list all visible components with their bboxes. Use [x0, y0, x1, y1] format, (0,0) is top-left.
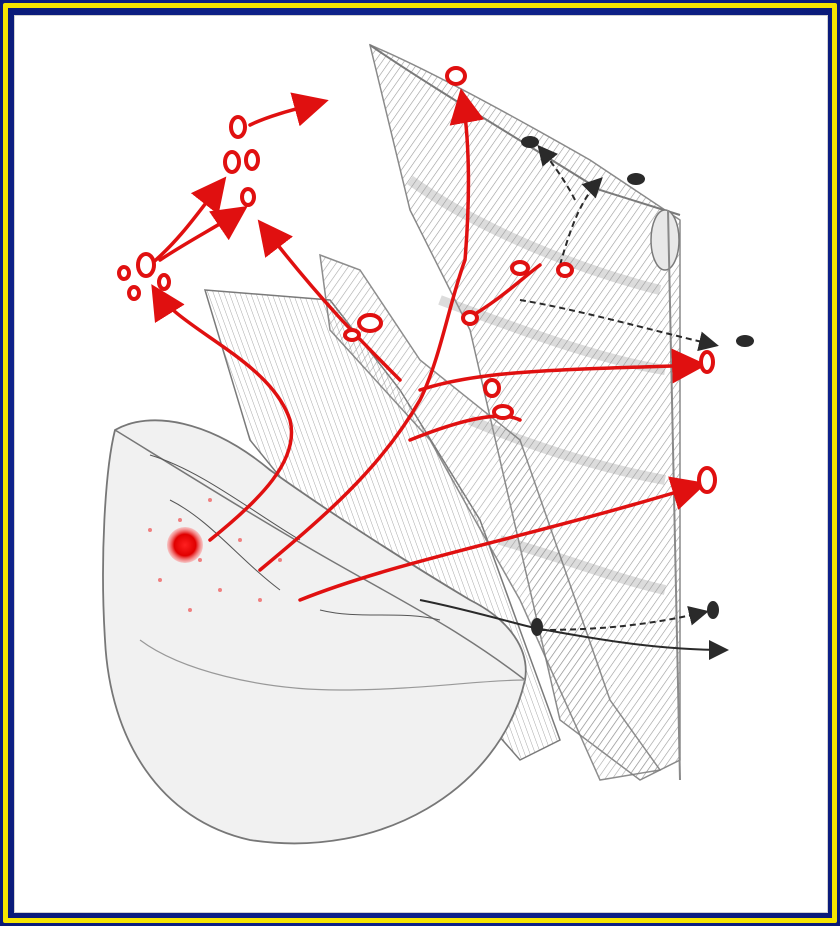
lymph-node-icon — [707, 601, 719, 619]
lymph-node-icon — [736, 335, 754, 347]
lymph-node-icon — [225, 152, 239, 172]
lymph-node-icon — [463, 312, 477, 324]
lymph-node-icon — [231, 117, 245, 137]
tumor-focus-icon — [167, 527, 203, 563]
lymph-node-icon — [119, 267, 129, 279]
lymph-node-icon — [558, 264, 572, 276]
lymph-node-icon — [138, 254, 154, 276]
lymph-node-icon — [359, 315, 381, 331]
lymph-node-icon — [521, 136, 539, 148]
lymph-node-icon — [494, 406, 512, 418]
lymph-node-icon — [345, 330, 359, 340]
lymph-node-icon — [701, 352, 713, 372]
lymph-node-icon — [129, 287, 139, 299]
lymph-node-icon — [699, 468, 715, 492]
lymph-node-icon — [531, 618, 543, 636]
lymph-node-icon — [246, 151, 258, 169]
lymph-node-icon — [159, 275, 169, 289]
lymph-node-icon — [447, 68, 465, 84]
lymph-node-icon — [242, 189, 254, 205]
lymph-node-icon — [627, 173, 645, 185]
lymph-node-icon — [485, 380, 499, 396]
lymph-node-icon — [512, 262, 528, 274]
